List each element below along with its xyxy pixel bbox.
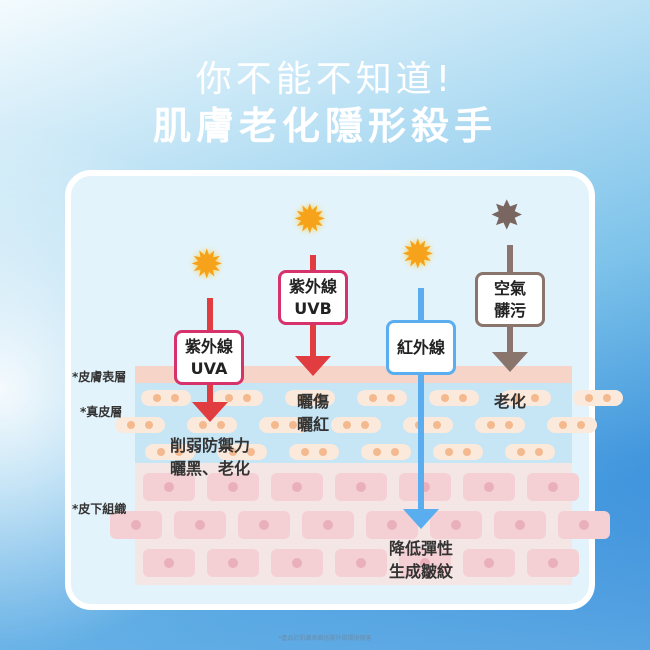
- subcutis-cell: [463, 473, 515, 501]
- subcutis-cell: [207, 549, 259, 577]
- title-line1: 你不能不知道!: [195, 59, 455, 100]
- uvb-label-1: 紫外線: [288, 277, 337, 296]
- uvb-label-box: 紫外線 UVB: [278, 270, 348, 325]
- dermis-cell: [331, 417, 381, 433]
- dermis-cell: [433, 444, 483, 460]
- dermis-layer: [115, 383, 623, 463]
- uva-label-2: UVA: [190, 359, 228, 378]
- subcutis-cell: [558, 511, 610, 539]
- subcutis-cell: [527, 473, 579, 501]
- subcutis-cell: [463, 549, 515, 577]
- label-subcutis: *皮下組織: [72, 502, 127, 516]
- subcutis-layer: [110, 463, 610, 585]
- ir-arrow-head: [403, 509, 439, 529]
- pollution-arrow-head: [492, 352, 528, 372]
- dermis-cell: [429, 390, 479, 406]
- subcutis-cell: [143, 549, 195, 577]
- subcutis-cell: [527, 549, 579, 577]
- footnote: *產品於肌膚表面抵禦外部環境傷害: [278, 635, 372, 642]
- subcutis-cell: [110, 511, 162, 539]
- subcutis-cell: [494, 511, 546, 539]
- subcutis-cell: [399, 549, 451, 577]
- uvb-arrow-head: [295, 356, 331, 376]
- uva-arrow-head: [192, 402, 228, 422]
- ir-effect: 降低彈性生成皺紋: [376, 537, 466, 583]
- subcutis-cell: [399, 473, 451, 501]
- uvb-label-2: UVB: [294, 299, 332, 318]
- dermis-cell: [403, 417, 453, 433]
- subcutis-cell: [335, 473, 387, 501]
- ir-effect-2: 生成皺紋: [388, 562, 453, 581]
- dermis-cell: [501, 390, 551, 406]
- dermis-cell: [357, 390, 407, 406]
- pollution-effect: 老化: [480, 390, 540, 413]
- subcutis-cell: [238, 511, 290, 539]
- title-line2: 肌膚老化隱形殺手: [152, 104, 497, 148]
- uvb-effect-2: 曬紅: [296, 415, 329, 434]
- dermis-cell: [475, 417, 525, 433]
- dermis-cell: [141, 390, 191, 406]
- subcutis-cell: [271, 549, 323, 577]
- ir-arrow-shaft: [418, 288, 424, 510]
- pollution-effect-1: 老化: [493, 392, 526, 411]
- dermis-cell: [361, 444, 411, 460]
- sun-icon: ✹: [190, 242, 224, 288]
- dermis-cell: [505, 444, 555, 460]
- dermis-cell: [217, 444, 267, 460]
- ir-label-box: 紅外線: [386, 320, 456, 375]
- dermis-cell: [573, 390, 623, 406]
- pollution-label-box: 空氣髒污: [475, 272, 545, 327]
- dermis-cell: [145, 444, 195, 460]
- sun-icon: ✹: [293, 197, 327, 243]
- uvb-effect-1: 曬傷: [296, 392, 329, 411]
- dermis-cell: [115, 417, 165, 433]
- ir-effect-1: 降低彈性: [388, 539, 453, 558]
- dermis-cell: [547, 417, 597, 433]
- uva-label-box: 紫外線 UVA: [174, 330, 244, 385]
- subcutis-cell: [271, 473, 323, 501]
- pollution-label-2: 髒污: [493, 301, 526, 320]
- subcutis-cell: [302, 511, 354, 539]
- uva-effect-2: 曬黑、老化: [169, 459, 250, 478]
- subcutis-cell: [207, 473, 259, 501]
- subcutis-cell: [174, 511, 226, 539]
- subcutis-cell: [143, 473, 195, 501]
- pollution-icon: ✸: [490, 193, 524, 239]
- uva-effect: 削弱防禦力曬黑、老化: [150, 434, 270, 480]
- sun-icon: ✹: [401, 232, 435, 278]
- subcutis-cell: [335, 549, 387, 577]
- label-epidermis: *皮膚表層: [72, 370, 127, 384]
- uva-effect-1: 削弱防禦力: [169, 436, 250, 455]
- dermis-cell: [289, 444, 339, 460]
- dermis-cell: [285, 390, 335, 406]
- pollution-label-1: 空氣: [493, 279, 526, 298]
- uva-label-1: 紫外線: [184, 337, 233, 356]
- epidermis-layer: [135, 366, 572, 383]
- ir-label-1: 紅外線: [396, 338, 445, 357]
- label-dermis: *真皮層: [80, 405, 123, 419]
- uvb-effect: 曬傷曬紅: [283, 390, 343, 436]
- dermis-cell: [259, 417, 309, 433]
